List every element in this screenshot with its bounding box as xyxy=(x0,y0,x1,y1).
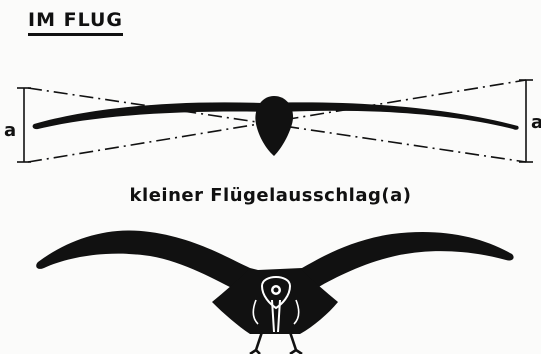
amplitude-bracket-left xyxy=(17,88,31,162)
amplitude-label-right: a xyxy=(531,112,541,133)
figure-caption: kleiner Flügelausschlag(a) xyxy=(0,185,541,206)
section-heading: IM FLUG xyxy=(28,9,123,36)
bird-legs xyxy=(250,332,302,354)
bird-body-top xyxy=(255,96,293,156)
amplitude-label-left: a xyxy=(4,120,16,141)
